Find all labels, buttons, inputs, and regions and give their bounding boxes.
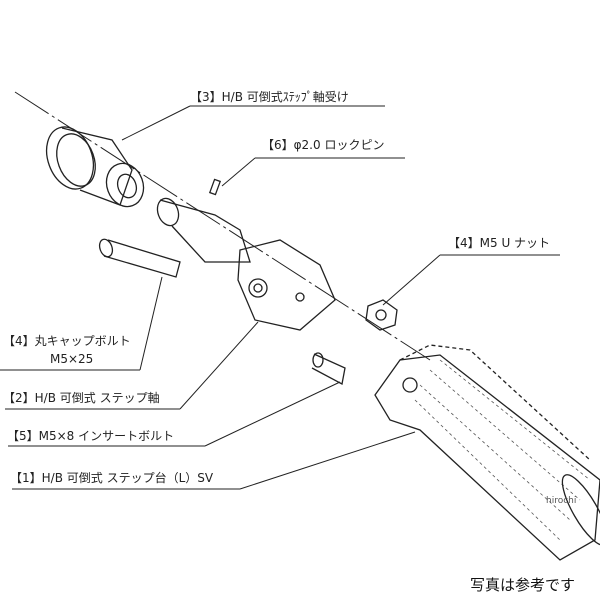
step-base-part xyxy=(374,344,600,561)
lock-pin-part xyxy=(208,178,222,196)
label-part6-lock-pin: 【6】φ2.0 ロックピン xyxy=(262,138,385,152)
watermark: hirochi xyxy=(546,496,577,506)
cap-bolt-part xyxy=(98,238,181,278)
label-part2-shaft: 【2】H/B 可倒式 ステップ軸 xyxy=(3,391,160,405)
label-part4-cap-bolt: 【4】丸キャップボルト xyxy=(3,334,131,348)
label-part1-step-base: 【1】H/B 可倒式 ステップ台（L）SV xyxy=(10,471,214,485)
insert-bolt-part xyxy=(311,352,346,385)
label-part4-cap-bolt-size: M5×25 xyxy=(50,352,94,366)
center-axis-line xyxy=(14,91,431,361)
label-part5-insert-bolt: 【5】M5×8 インサートボルト xyxy=(7,429,175,443)
step-shaft-part xyxy=(156,197,336,331)
u-nut-part xyxy=(365,299,398,331)
bearing-part xyxy=(45,126,145,208)
label-part4-nut: 【4】M5 U ナット xyxy=(448,236,551,250)
leader-lines xyxy=(0,105,560,490)
label-part3-bearing: 【3】H/B 可倒式ｽﾃｯﾌﾟ軸受け xyxy=(190,90,349,104)
reference-photo-note: 写真は参考です xyxy=(470,576,576,594)
